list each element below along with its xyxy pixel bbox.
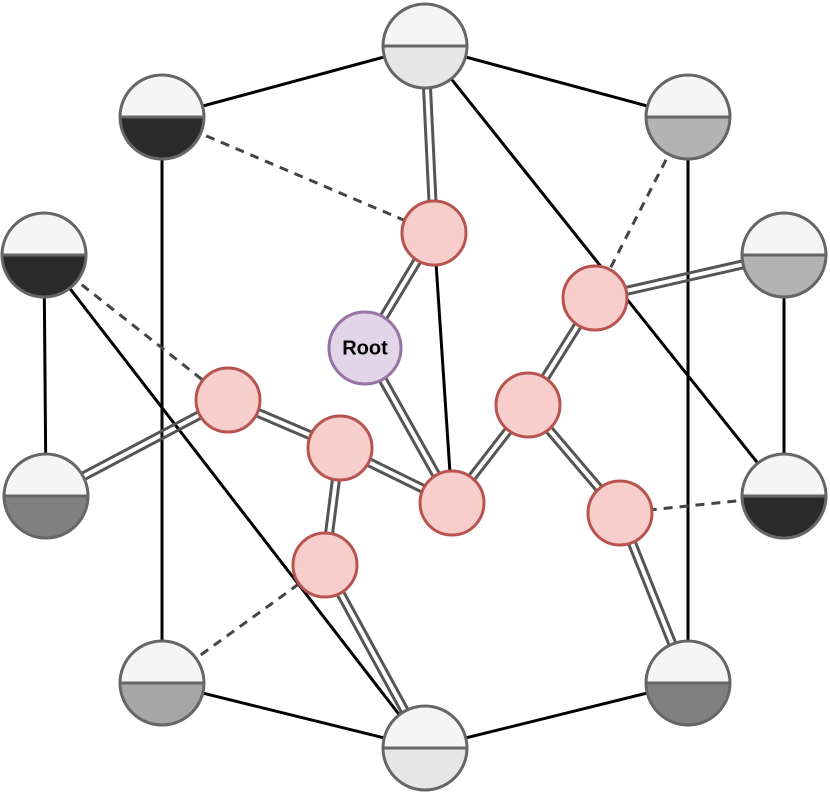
outer-node-upper-left[interactable]: [118, 73, 206, 161]
outer-node-outline: [644, 639, 732, 727]
edge-top-upper-left: [161, 44, 426, 119]
inner-node-p7[interactable]: [494, 371, 562, 439]
outer-node-bottom-half: [383, 46, 467, 88]
outer-node-lower-left[interactable]: [2, 452, 90, 540]
outer-node-mid-left[interactable]: [0, 211, 88, 299]
inner-node-p8[interactable]: [586, 479, 654, 547]
outer-node-top[interactable]: [381, 2, 469, 90]
outer-node-mid-right[interactable]: [740, 211, 828, 299]
outer-node-outline: [740, 452, 828, 540]
outer-node-outline: [381, 2, 469, 90]
outer-node-bottom-half: [646, 683, 730, 725]
inner-node-p6[interactable]: [561, 264, 629, 332]
inner-node-p3[interactable]: [194, 366, 262, 434]
outer-node-bottom-left[interactable]: [118, 639, 206, 727]
outer-node-outline: [381, 704, 469, 792]
edge-top-upper-right: [424, 44, 689, 119]
outer-node-outline: [0, 211, 88, 299]
outer-node-bottom-half: [383, 748, 467, 790]
outer-node-bottom-half: [120, 683, 204, 725]
outer-node-outline: [118, 73, 206, 161]
inner-node-p4[interactable]: [306, 414, 374, 482]
outer-node-outline: [644, 73, 732, 161]
outer-node-bottom-right[interactable]: [644, 639, 732, 727]
edge-mid-left-bottom: [42, 254, 427, 749]
outer-node-upper-right[interactable]: [644, 73, 732, 161]
root-node[interactable]: Root: [327, 310, 403, 386]
outer-node-outline: [2, 452, 90, 540]
outer-node-bottom-half: [2, 255, 86, 297]
edge-upper-left-p1: [161, 115, 435, 235]
outer-node-bottom-half: [742, 255, 826, 297]
outer-node-outline: [118, 639, 206, 727]
inner-node-p2[interactable]: [418, 469, 486, 537]
edge-bottom-left-bottom: [161, 681, 426, 750]
outer-node-bottom-half: [120, 117, 204, 159]
edge-lower-right-p8: [619, 494, 785, 515]
root-node-label: Root: [342, 337, 388, 359]
outer-node-bottom[interactable]: [381, 704, 469, 792]
outer-node-bottom-half: [646, 117, 730, 159]
outer-node-lower-right[interactable]: [740, 452, 828, 540]
edge-p1-p2: [432, 232, 454, 504]
outer-node-bottom-half: [742, 496, 826, 538]
root-node-circle: [327, 310, 403, 386]
inner-node-p5[interactable]: [291, 531, 359, 599]
outer-node-bottom-half: [4, 496, 88, 538]
outer-node-outline: [740, 211, 828, 299]
inner-node-p1[interactable]: [400, 199, 468, 267]
edge-bottom-right-bottom: [424, 681, 689, 750]
